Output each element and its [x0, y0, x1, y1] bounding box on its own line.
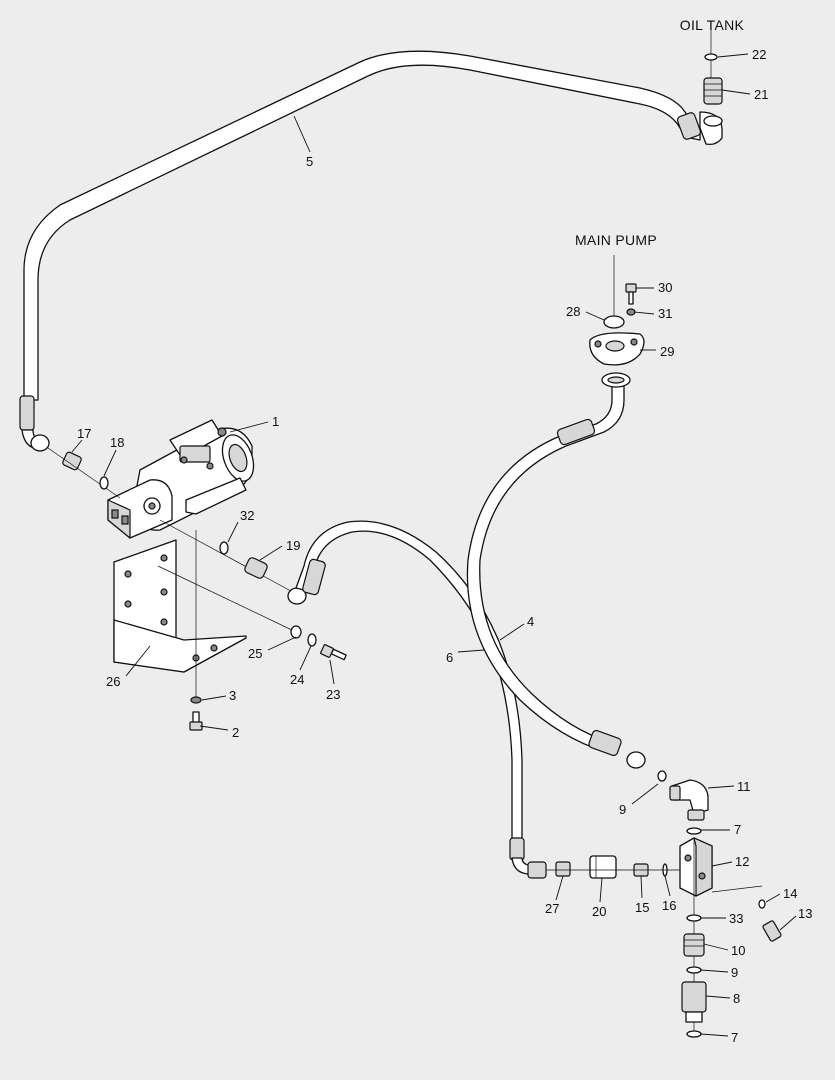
- part-number-23: 23: [326, 687, 340, 702]
- bolt-2: [189, 711, 203, 731]
- o-ring-7-bottom: [686, 1030, 702, 1038]
- bolt-23: [320, 644, 347, 661]
- valve-block-12: [679, 837, 713, 897]
- o-ring-9-bottom: [686, 966, 702, 974]
- part-number-4: 4: [527, 614, 534, 629]
- o-ring-32: [219, 541, 229, 555]
- part-number-18: 18: [110, 435, 124, 450]
- o-ring-33: [686, 914, 702, 922]
- part-number-13: 13: [798, 906, 812, 921]
- part-number-29: 29: [660, 344, 674, 359]
- hose-5: [19, 50, 723, 449]
- main-pump-label: MAIN PUMP: [575, 232, 657, 248]
- part-number-33: 33: [729, 911, 743, 926]
- motor-pump-assembly: [107, 419, 255, 539]
- part-number-7-upper: 7: [734, 822, 741, 837]
- part-number-24: 24: [290, 672, 304, 687]
- leader-lines: [71, 53, 797, 1037]
- o-ring-18: [99, 476, 109, 490]
- o-ring-22: [704, 53, 718, 61]
- sensor-13: [762, 920, 782, 942]
- part-number-11: 11: [737, 779, 751, 794]
- part-number-32: 32: [240, 508, 254, 523]
- part-number-14: 14: [783, 886, 797, 901]
- o-ring-9-top: [657, 770, 667, 782]
- part-number-1: 1: [272, 414, 279, 429]
- part-number-21: 21: [754, 87, 768, 102]
- part-number-10: 10: [731, 943, 745, 958]
- hose-6: [295, 520, 547, 879]
- part-number-31: 31: [658, 306, 672, 321]
- part-number-9-lower: 9: [731, 965, 738, 980]
- part-number-16: 16: [662, 898, 676, 913]
- fitting-21: [703, 77, 723, 105]
- bolt-30: [625, 283, 637, 305]
- part-number-9-upper: 9: [619, 802, 626, 817]
- part-number-8: 8: [733, 991, 740, 1006]
- part-number-20: 20: [592, 904, 606, 919]
- washer-25: [290, 625, 302, 639]
- fitting-17: [30, 434, 121, 499]
- oil-tank-label: OIL TANK: [680, 17, 745, 33]
- flange-29: [589, 332, 645, 366]
- part-number-6: 6: [446, 650, 453, 665]
- o-ring-7-top: [686, 827, 702, 835]
- fitting-19: [244, 557, 307, 605]
- part-number-26: 26: [106, 674, 120, 689]
- part-number-25: 25: [248, 646, 262, 661]
- part-number-5: 5: [306, 154, 313, 169]
- o-ring-14: [758, 899, 766, 909]
- fitting-27: [555, 861, 571, 877]
- part-number-7-lower: 7: [731, 1030, 738, 1045]
- o-ring-28: [603, 315, 625, 329]
- bracket-26: [113, 539, 247, 673]
- elbow-11: [669, 779, 709, 821]
- part-number-2: 2: [232, 725, 239, 740]
- part-number-22: 22: [752, 47, 766, 62]
- part-number-27: 27: [545, 901, 559, 916]
- washer-3: [190, 696, 202, 704]
- part-number-19: 19: [286, 538, 300, 553]
- part-number-3: 3: [229, 688, 236, 703]
- fitting-8: [681, 981, 707, 1023]
- part-number-17: 17: [77, 426, 91, 441]
- part-number-12: 12: [735, 854, 749, 869]
- fitting-10: [683, 933, 705, 957]
- part-number-28: 28: [566, 304, 580, 319]
- part-number-15: 15: [635, 900, 649, 915]
- hose-4: [466, 372, 646, 769]
- washer-31: [626, 308, 636, 316]
- part-number-30: 30: [658, 280, 672, 295]
- adapter-20: [589, 855, 617, 879]
- lockwasher-24: [307, 633, 317, 647]
